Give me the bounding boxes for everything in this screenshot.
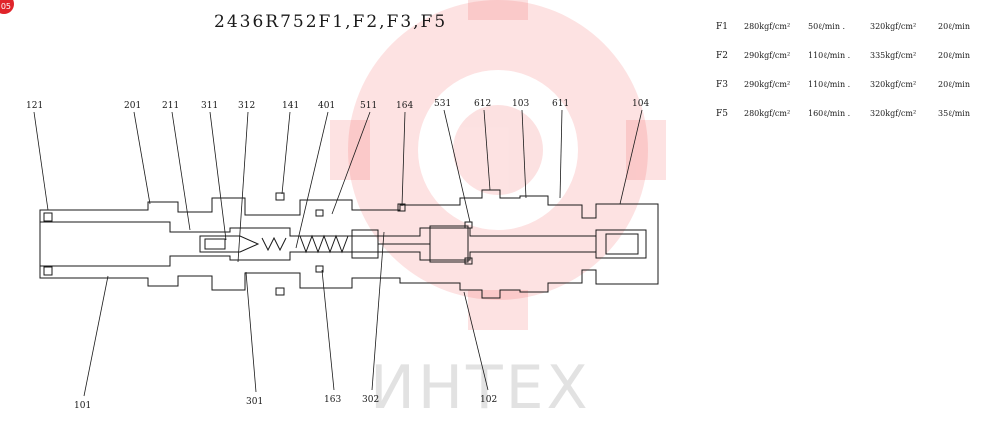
spec-row-f2: F2 290kgf/cm² 110ℓ/min . 335kgf/cm² 20ℓ/… — [716, 51, 996, 80]
part-label: 163 — [324, 395, 341, 405]
spec-code: F5 — [716, 109, 728, 119]
spec-table: F1 280kgf/cm² 50ℓ/min . 320kgf/cm² 20ℓ/m… — [716, 22, 996, 138]
part-label: 121 — [26, 101, 43, 111]
spec-row-f5: F5 280kgf/cm² 160ℓ/min . 320kgf/cm² 35ℓ/… — [716, 109, 996, 138]
part-label: 612 — [474, 99, 491, 109]
spec-code: F1 — [716, 22, 728, 32]
part-labels: 121 201 211 311 312 141 401 511 164 531 … — [26, 99, 649, 411]
spec-row-f1: F1 280kgf/cm² 50ℓ/min . 320kgf/cm² 20ℓ/m… — [716, 22, 996, 51]
spec-pressure-1: 290kgf/cm² — [744, 51, 791, 60]
spec-code: F3 — [716, 80, 728, 90]
spec-flow-2: 20ℓ/min — [938, 51, 971, 60]
spec-flow-1: 50ℓ/min . — [808, 22, 846, 31]
part-label: 311 — [201, 101, 218, 111]
drawing-title: 2436R752F1,F2,F3,F5 — [214, 12, 448, 32]
spec-flow-1: 110ℓ/min . — [808, 51, 851, 60]
part-label: 401 — [318, 101, 335, 111]
valve-body-outline — [39, 189, 659, 299]
part-label: 103 — [512, 99, 529, 109]
spec-pressure-1: 280kgf/cm² — [744, 22, 791, 31]
part-label: 141 — [282, 101, 299, 111]
part-label: 302 — [362, 395, 379, 405]
part-label: 102 — [480, 395, 497, 405]
spec-row-f3: F3 290kgf/cm² 110ℓ/min . 320kgf/cm² 20ℓ/… — [716, 80, 996, 109]
part-label: 211 — [162, 101, 179, 111]
spec-flow-2: 20ℓ/min — [938, 80, 971, 89]
part-label: 511 — [360, 101, 377, 111]
spec-pressure-2: 335kgf/cm² — [870, 51, 917, 60]
part-label: 312 — [238, 101, 255, 111]
part-label: 611 — [552, 99, 569, 109]
leader-lines — [33, 109, 643, 397]
spec-flow-1: 160ℓ/min . — [808, 109, 851, 118]
spec-pressure-1: 290kgf/cm² — [744, 80, 791, 89]
spec-pressure-2: 320kgf/cm² — [870, 22, 917, 31]
page-badge-text: 05 — [0, 2, 11, 11]
part-label: 201 — [124, 101, 141, 111]
spec-code: F2 — [716, 51, 728, 61]
part-label: 104 — [632, 99, 649, 109]
part-label: 531 — [434, 99, 451, 109]
part-label: 301 — [246, 397, 263, 407]
spec-pressure-2: 320kgf/cm² — [870, 80, 917, 89]
part-label: 101 — [74, 401, 91, 411]
spec-pressure-2: 320kgf/cm² — [870, 109, 917, 118]
page-badge: 05 — [0, 0, 14, 14]
part-label: 164 — [396, 101, 413, 111]
watermark-text: ИНТЕХ — [370, 353, 591, 423]
spec-flow-2: 35ℓ/min — [938, 109, 971, 118]
spec-flow-2: 20ℓ/min — [938, 22, 971, 31]
spec-pressure-1: 280kgf/cm² — [744, 109, 791, 118]
spec-flow-1: 110ℓ/min . — [808, 80, 851, 89]
